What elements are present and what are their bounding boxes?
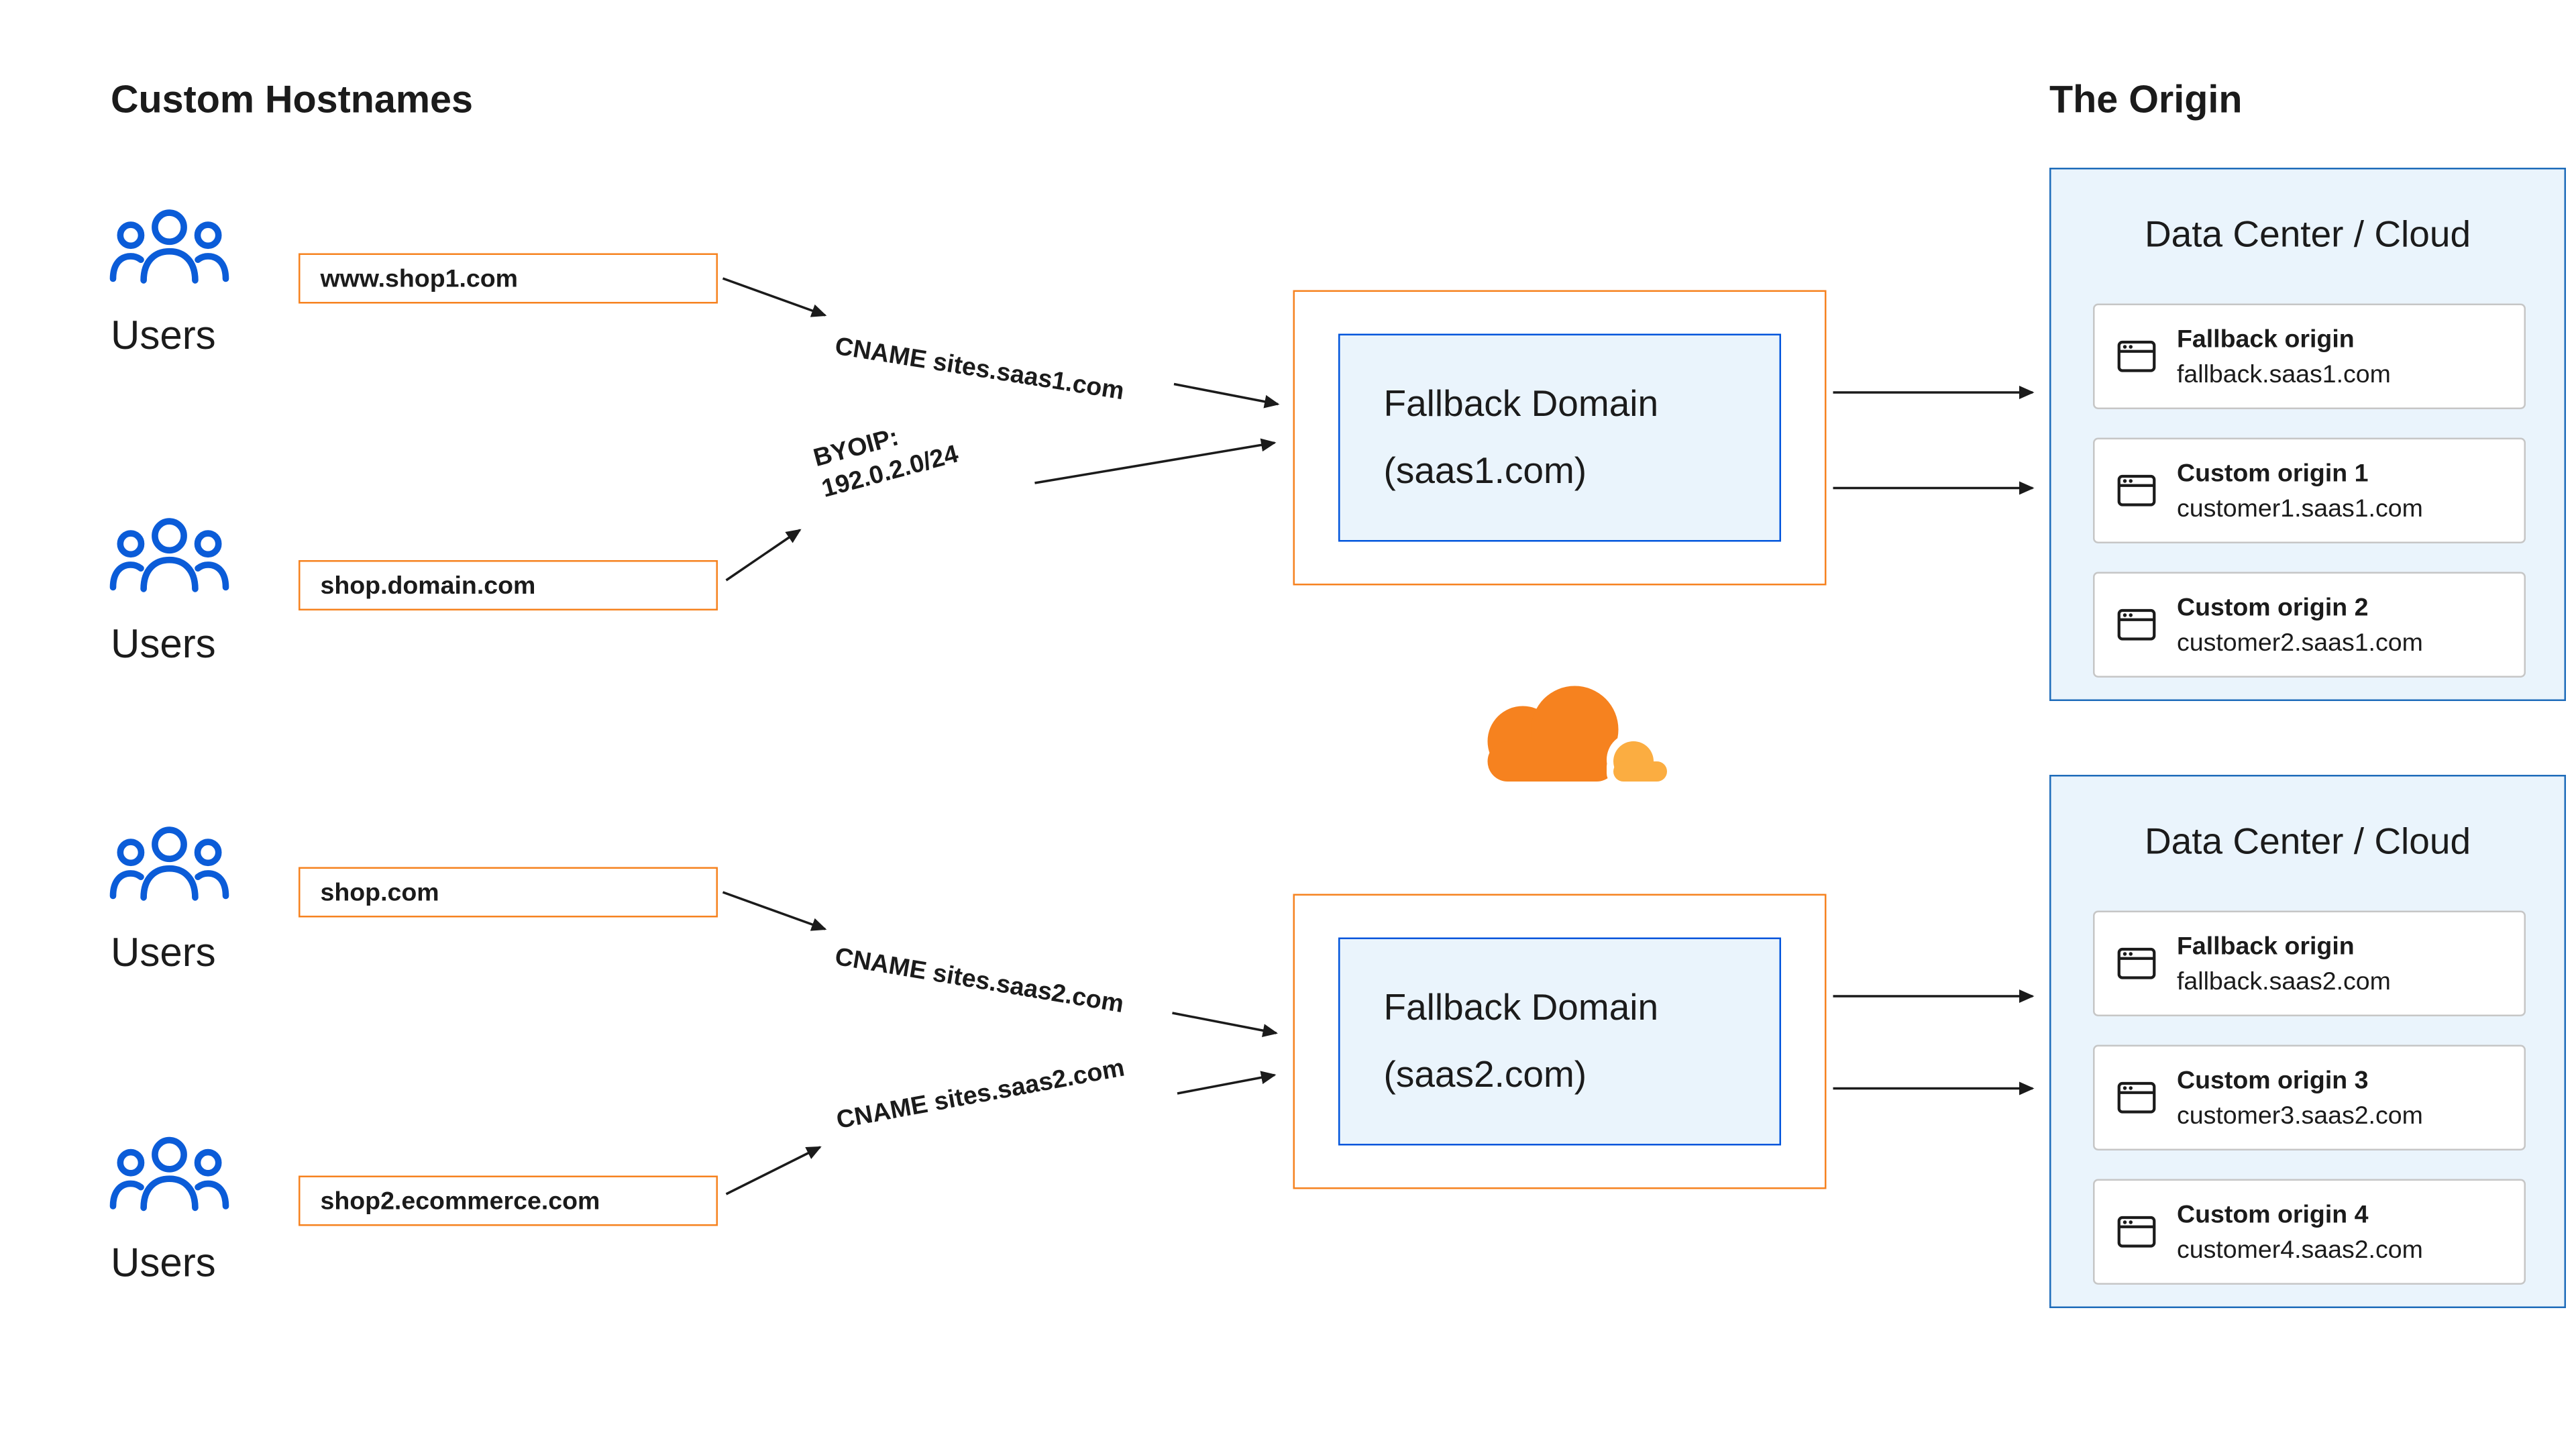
- browser-window-icon: [2117, 608, 2156, 641]
- origin-box-custom2: Custom origin 2 customer2.saas1.com: [2093, 572, 2526, 678]
- origin-box-fallback-saas1: Fallback origin fallback.saas1.com: [2093, 303, 2526, 409]
- arrow-shop2-to-label: [725, 1146, 822, 1195]
- connection-label-cname-saas2-b: CNAME sites.saas2.com: [834, 1053, 1127, 1136]
- section-title-origin: The Origin: [2049, 77, 2243, 121]
- connection-label-cname-saas2-a: CNAME sites.saas2.com: [833, 943, 1126, 1020]
- datacenter-box-1: Data Center / Cloud Fallback origin fall…: [2049, 168, 2566, 701]
- users-icon: [109, 826, 229, 901]
- origin-host: customer4.saas2.com: [2177, 1235, 2423, 1264]
- origin-host: fallback.saas2.com: [2177, 967, 2391, 996]
- fallback-domain-box-saas1: Fallback Domain (saas1.com): [1293, 290, 1827, 586]
- fallback-domain-host: (saas2.com): [1383, 1053, 1587, 1095]
- fallback-domain-box-saas2: Fallback Domain (saas2.com): [1293, 894, 1827, 1189]
- users-label: Users: [111, 622, 216, 668]
- arrow-label-to-fallback2-a: [1172, 1012, 1278, 1038]
- browser-window-icon: [2117, 474, 2156, 506]
- arrow-shopdomain-to-label: [725, 529, 802, 582]
- arrow-label-to-fallback2-b: [1177, 1071, 1277, 1095]
- origin-name: Custom origin 2: [2177, 592, 2369, 622]
- hostname-box-shop-domain: shop.domain.com: [299, 560, 718, 610]
- origin-box-fallback-saas2: Fallback origin fallback.saas2.com: [2093, 910, 2526, 1016]
- users-label: Users: [111, 313, 216, 360]
- origin-box-custom4: Custom origin 4 customer4.saas2.com: [2093, 1179, 2526, 1285]
- browser-window-icon: [2117, 1216, 2156, 1248]
- connection-label-cname-saas1: CNAME sites.saas1.com: [833, 332, 1126, 407]
- connection-label-byoip: BYOIP: 192.0.2.0/24: [810, 408, 962, 506]
- user-group-2: Users: [107, 515, 309, 669]
- cloudflare-logo: [1487, 686, 1677, 787]
- origin-name: Custom origin 1: [2177, 458, 2369, 488]
- fallback-domain-title: Fallback Domain: [1383, 382, 1659, 425]
- user-group-4: Users: [107, 1134, 309, 1288]
- fallback-domain-host: (saas1.com): [1383, 449, 1587, 492]
- users-icon: [109, 209, 229, 284]
- origin-name: Fallback origin: [2177, 324, 2355, 354]
- fallback-domain-title: Fallback Domain: [1383, 986, 1659, 1028]
- arrow-shop1-to-label: [722, 277, 827, 317]
- origin-host: fallback.saas1.com: [2177, 360, 2391, 388]
- user-group-3: Users: [107, 824, 309, 978]
- origin-host: customer1.saas1.com: [2177, 494, 2423, 523]
- users-icon: [109, 518, 229, 592]
- hostname-box-shop2-ecommerce: shop2.ecommerce.com: [299, 1175, 718, 1226]
- browser-window-icon: [2117, 1081, 2156, 1114]
- origin-box-custom1: Custom origin 1 customer1.saas1.com: [2093, 437, 2526, 543]
- origin-name: Custom origin 4: [2177, 1199, 2369, 1229]
- arrow-shop-to-label: [722, 891, 827, 931]
- user-group-1: Users: [107, 207, 309, 361]
- datacenter-box-2: Data Center / Cloud Fallback origin fall…: [2049, 775, 2566, 1308]
- browser-window-icon: [2117, 947, 2156, 979]
- origin-name: Custom origin 3: [2177, 1065, 2369, 1095]
- arrow-label-to-fallback1-a: [1173, 382, 1280, 409]
- fallback-domain-inner-saas2: Fallback Domain (saas2.com): [1338, 937, 1781, 1146]
- datacenter-title: Data Center / Cloud: [2144, 820, 2471, 863]
- origin-host: customer3.saas2.com: [2177, 1101, 2423, 1130]
- users-label: Users: [111, 1241, 216, 1287]
- fallback-domain-inner-saas1: Fallback Domain (saas1.com): [1338, 333, 1781, 542]
- hostname-box-shop: shop.com: [299, 867, 718, 918]
- section-title-custom-hostnames: Custom Hostnames: [111, 77, 473, 121]
- users-icon: [109, 1136, 229, 1212]
- browser-window-icon: [2117, 340, 2156, 372]
- origin-box-custom3: Custom origin 3 customer3.saas2.com: [2093, 1044, 2526, 1150]
- arrow-label-to-fallback1-b: [1034, 438, 1277, 484]
- datacenter-title: Data Center / Cloud: [2144, 213, 2471, 256]
- users-label: Users: [111, 930, 216, 977]
- hostname-box-www-shop1: www.shop1.com: [299, 253, 718, 304]
- origin-host: customer2.saas1.com: [2177, 628, 2423, 657]
- origin-name: Fallback origin: [2177, 931, 2355, 961]
